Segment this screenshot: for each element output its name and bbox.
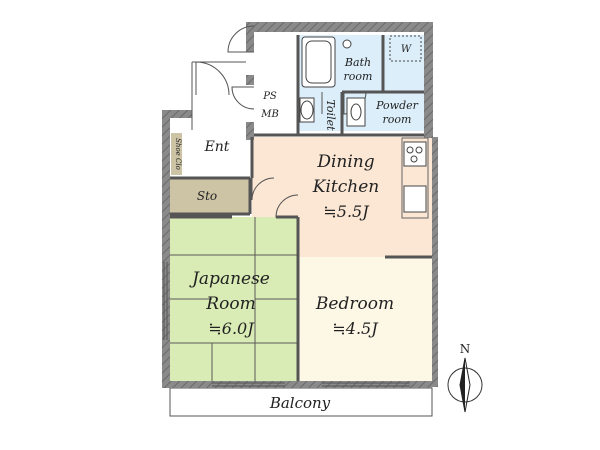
bedroom-area: ≒4.5J	[332, 319, 379, 338]
balcony-label: Balcony	[269, 394, 331, 412]
shoe-closet-label: Shoe Clo	[174, 138, 182, 170]
powder-room-label-line2: room	[383, 113, 412, 126]
doors	[191, 25, 367, 218]
japanese-room-label-line2: Room	[205, 294, 255, 314]
toilet-icon	[299, 97, 315, 123]
walls	[162, 22, 438, 388]
japanese-room-area: ≒6.0J	[208, 319, 255, 338]
north-arrow-icon	[447, 357, 483, 413]
windows	[163, 262, 410, 387]
north-label: N	[460, 342, 471, 356]
dining-kitchen-label-line2: Kitchen	[312, 177, 379, 197]
kitchen-counter	[401, 137, 429, 219]
bedroom-label: Bedroom	[315, 294, 394, 314]
storage-label: Sto	[197, 189, 217, 203]
toilet-label: Toilet	[324, 99, 337, 131]
bath-faucet-icon	[342, 39, 352, 49]
tatami-lines	[170, 217, 298, 381]
ps-label: PS	[262, 91, 277, 102]
bathtub-icon	[301, 36, 336, 88]
bath-room-label-line1: Bath	[344, 56, 371, 69]
dining-kitchen-area: ≒5.5J	[323, 202, 370, 221]
dining-kitchen-label-line1: Dining	[316, 152, 374, 172]
powder-room-label-line1: Powder	[375, 99, 419, 112]
sink-icon	[346, 97, 366, 127]
storage-floor	[170, 178, 250, 214]
shoe-closet-floor	[171, 133, 182, 175]
bath-room-label-line2: room	[344, 70, 373, 83]
stove-icon	[403, 141, 427, 167]
mb-label: MB	[260, 109, 279, 120]
kitchen-sink-icon	[403, 185, 427, 213]
balcony-floor	[169, 387, 433, 417]
bedroom-floor	[298, 257, 432, 381]
washer-label: W	[401, 44, 412, 55]
entrance-label: Ent	[204, 139, 230, 155]
japanese-room-label-line1: Japanese	[189, 269, 270, 289]
